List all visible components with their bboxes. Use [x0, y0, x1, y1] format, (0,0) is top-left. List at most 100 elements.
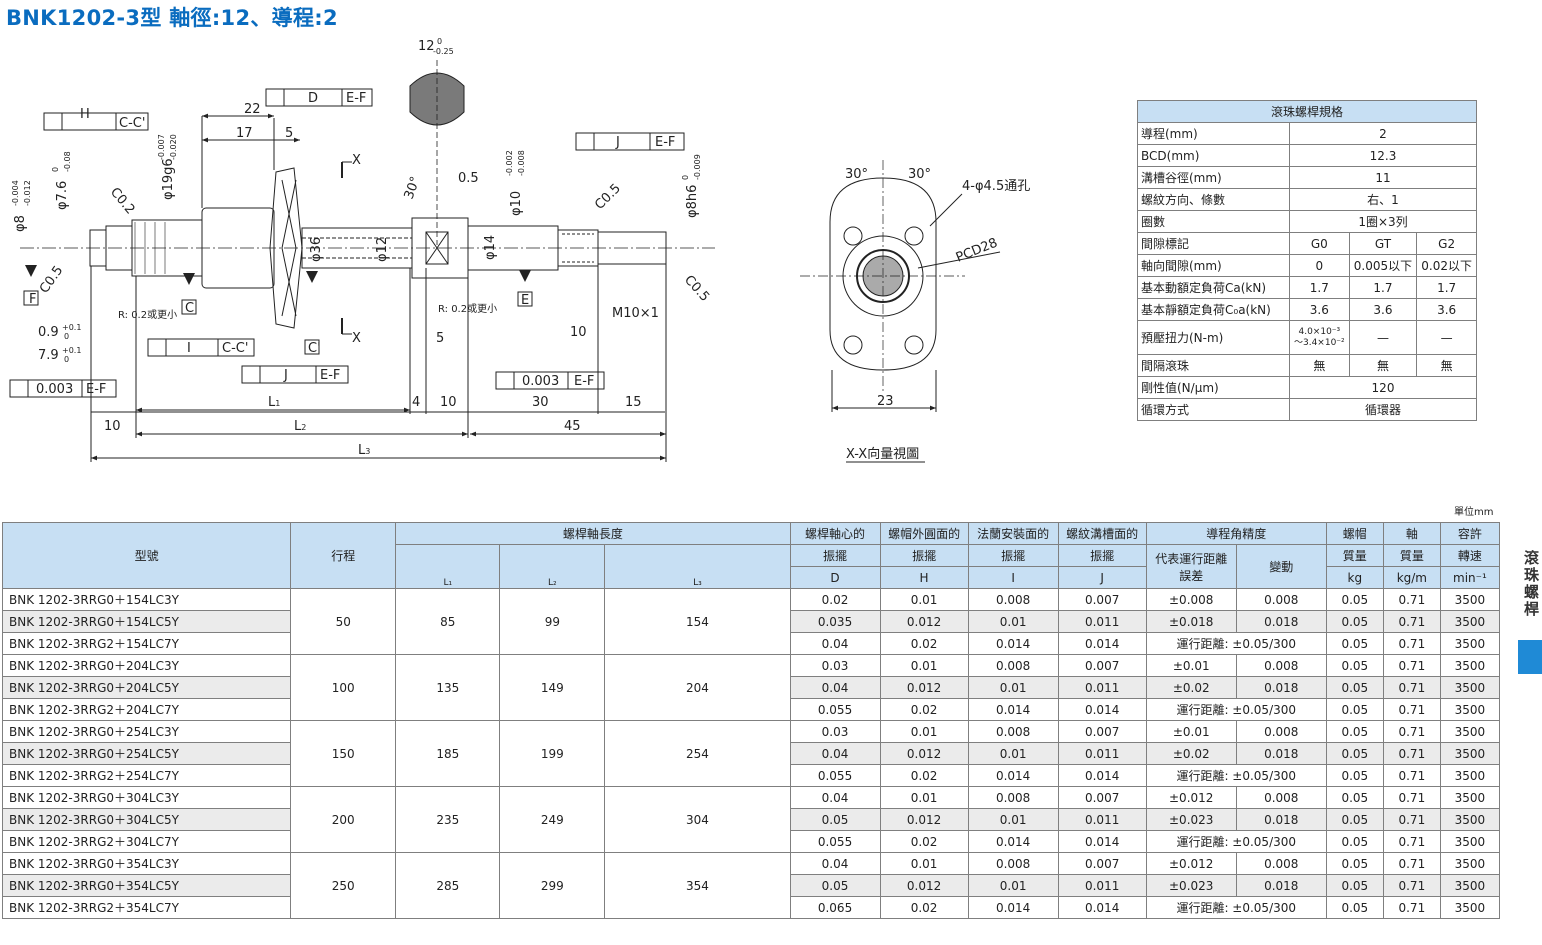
- svg-text:R: 0.2或更小: R: 0.2或更小: [118, 309, 177, 321]
- svg-text:C0.5: C0.5: [37, 263, 66, 296]
- col-length: 螺桿軸長度: [395, 522, 791, 545]
- svg-text:-0.007: -0.007: [157, 134, 166, 160]
- svg-text:5: 5: [285, 126, 293, 141]
- svg-text:-0.020: -0.020: [169, 134, 178, 160]
- svg-text:15: 15: [625, 395, 642, 410]
- svg-text:0: 0: [51, 167, 60, 172]
- svg-text:0: 0: [681, 175, 690, 180]
- svg-text:C0.5: C0.5: [592, 181, 624, 213]
- svg-text:0: 0: [64, 355, 69, 364]
- svg-text:+0.1: +0.1: [62, 346, 81, 355]
- svg-text:D: D: [308, 91, 318, 106]
- svg-text:10: 10: [440, 395, 457, 410]
- svg-text:23: 23: [877, 394, 894, 409]
- svg-text:5: 5: [436, 331, 444, 346]
- svg-text:10: 10: [570, 325, 587, 340]
- svg-text:22: 22: [244, 102, 261, 117]
- col-model: 型號: [1, 522, 292, 589]
- svg-text:17: 17: [236, 126, 253, 141]
- svg-text:30°: 30°: [845, 167, 868, 182]
- svg-text:R: 0.2或更小: R: 0.2或更小: [438, 303, 497, 315]
- svg-text:H: H: [80, 107, 90, 122]
- svg-text:φ8h6: φ8h6: [685, 185, 700, 218]
- svg-text:4-φ4.5通孔: 4-φ4.5通孔: [962, 179, 1030, 194]
- svg-text:0.9: 0.9: [38, 325, 59, 340]
- model-table: 型號 行程 螺桿軸長度 螺桿軸心的 螺帽外圓面的 法蘭安裝面的 螺紋溝槽面的 導…: [1, 522, 1501, 919]
- svg-text:E-F: E-F: [574, 374, 594, 389]
- svg-text:7.9: 7.9: [38, 348, 59, 363]
- technical-drawing: 12 0 -0.25 22 17 5 H C-C' D E-F J E-F I C-C'…: [9, 37, 1030, 463]
- svg-text:30: 30: [532, 395, 549, 410]
- svg-text:L1: L1: [268, 395, 280, 410]
- svg-text:0.5: 0.5: [458, 171, 479, 186]
- svg-text:C0.5: C0.5: [681, 273, 712, 305]
- svg-text:φ8: φ8: [13, 215, 28, 232]
- svg-text:-0.008: -0.008: [517, 150, 526, 176]
- svg-text:30°: 30°: [908, 167, 931, 182]
- svg-text:C-C': C-C': [222, 341, 248, 356]
- page-title: BNK1202-3型 軸徑:12、導程:2: [6, 6, 338, 30]
- col-stroke: 行程: [290, 522, 397, 589]
- svg-text:E-F: E-F: [86, 382, 106, 397]
- svg-text:J: J: [615, 135, 620, 150]
- svg-text:L2: L2: [294, 419, 306, 434]
- svg-text:-0.08: -0.08: [63, 151, 72, 172]
- svg-text:0: 0: [437, 37, 442, 46]
- svg-text:C': C': [308, 341, 321, 356]
- svg-text:-0.004: -0.004: [11, 180, 20, 206]
- svg-text:L3: L3: [358, 443, 370, 458]
- svg-text:0.003: 0.003: [36, 382, 73, 397]
- svg-text:10: 10: [104, 419, 121, 434]
- svg-text:30°: 30°: [402, 175, 424, 202]
- view-caption: X-X向量視圖: [846, 446, 919, 462]
- svg-text:M10×1: M10×1: [612, 306, 659, 321]
- svg-text:-0.009: -0.009: [693, 154, 702, 180]
- svg-text:C-C': C-C': [119, 116, 145, 131]
- svg-text:φ36: φ36: [309, 237, 324, 262]
- dim-12: 12: [418, 39, 435, 54]
- svg-text:45: 45: [564, 419, 581, 434]
- svg-text:J: J: [283, 368, 288, 383]
- svg-text:I: I: [187, 341, 191, 356]
- svg-text:E-F: E-F: [346, 91, 366, 106]
- spec-header: 滾珠螺桿規格: [1137, 100, 1477, 123]
- svg-text:+0.1: +0.1: [62, 323, 81, 332]
- svg-text:E: E: [521, 293, 529, 308]
- svg-text:φ10: φ10: [509, 191, 524, 216]
- svg-text:PCD28: PCD28: [954, 236, 1000, 266]
- svg-text:φ7.6: φ7.6: [55, 181, 70, 210]
- svg-text:0: 0: [64, 332, 69, 341]
- svg-text:X: X: [352, 153, 361, 168]
- unit-note: 單位mm: [1454, 507, 1494, 518]
- svg-text:X: X: [352, 331, 361, 346]
- svg-text:C: C: [185, 301, 194, 316]
- svg-text:4: 4: [412, 395, 420, 410]
- sidebar-tab: [1518, 640, 1542, 674]
- svg-text:F: F: [29, 292, 36, 307]
- svg-text:E-F: E-F: [320, 368, 340, 383]
- svg-text:-0.25: -0.25: [433, 47, 454, 56]
- svg-text:φ14: φ14: [483, 235, 498, 260]
- svg-text:φ19g6: φ19g6: [161, 158, 176, 200]
- svg-text:φ12: φ12: [375, 237, 390, 262]
- sidebar-label: 滾珠螺桿: [1522, 550, 1540, 618]
- svg-text:-0.002: -0.002: [505, 150, 514, 176]
- spec-table: 滾珠螺桿規格 導程(mm)2 BCD(mm)12.3 溝槽谷徑(mm)11 螺紋…: [1137, 100, 1477, 421]
- svg-text:0.003: 0.003: [522, 374, 559, 389]
- svg-text:E-F: E-F: [655, 135, 675, 150]
- svg-text:-0.012: -0.012: [23, 180, 32, 206]
